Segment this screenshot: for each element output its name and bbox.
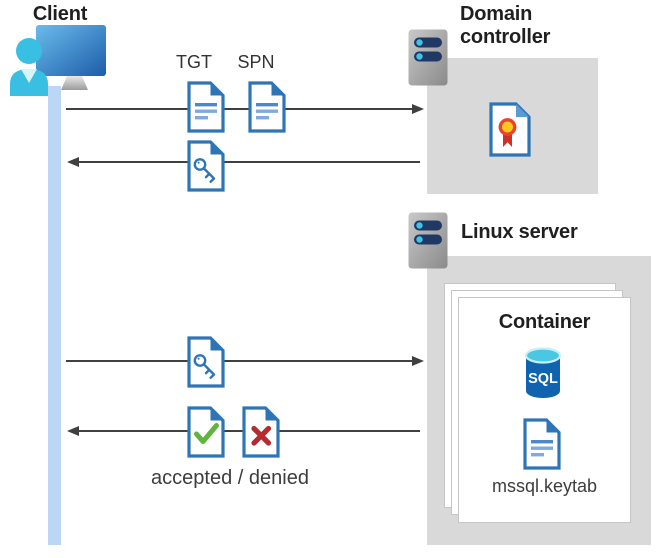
person-head (16, 38, 42, 64)
arrow-dc-to-client-line (78, 161, 420, 163)
arrow-client-to-dc-line (66, 108, 412, 110)
spn-document-icon (248, 81, 286, 133)
key-document-icon-2 (187, 336, 225, 388)
user-monitor-icon (10, 25, 106, 96)
key-document-icon (187, 140, 225, 192)
tgt-document-icon (187, 81, 225, 133)
person-collar (21, 69, 37, 83)
keytab-document-icon (523, 418, 561, 470)
linux-server-label: Linux server (461, 221, 578, 243)
accepted-denied-label: accepted / denied (151, 467, 309, 489)
arrow-linux-to-client-head (67, 426, 79, 436)
client-lifeline (48, 86, 61, 545)
spn-label: SPN (237, 52, 275, 72)
tgt-label: TGT (176, 52, 212, 72)
monitor-stand (61, 76, 88, 90)
arrow-client-to-linux-line (66, 360, 412, 362)
container-card-front (458, 297, 631, 523)
arrow-client-to-dc-head (412, 104, 424, 114)
arrow-dc-to-client-head (67, 157, 79, 167)
client-label: Client (32, 3, 88, 25)
sql-icon-label: SQL (528, 371, 558, 387)
check-document-icon (187, 406, 225, 458)
monitor-screen (36, 25, 106, 76)
arrow-client-to-linux-head (412, 356, 424, 366)
domain-controller-label: Domain controller (460, 3, 551, 48)
cross-document-icon (242, 406, 280, 458)
linux-server-icon (408, 212, 448, 269)
keytab-label: mssql.keytab (491, 476, 598, 496)
certificate-document-icon (489, 102, 531, 157)
container-label: Container (498, 311, 591, 333)
dc-server-icon (408, 29, 448, 86)
sql-database-icon: SQL (524, 347, 562, 398)
